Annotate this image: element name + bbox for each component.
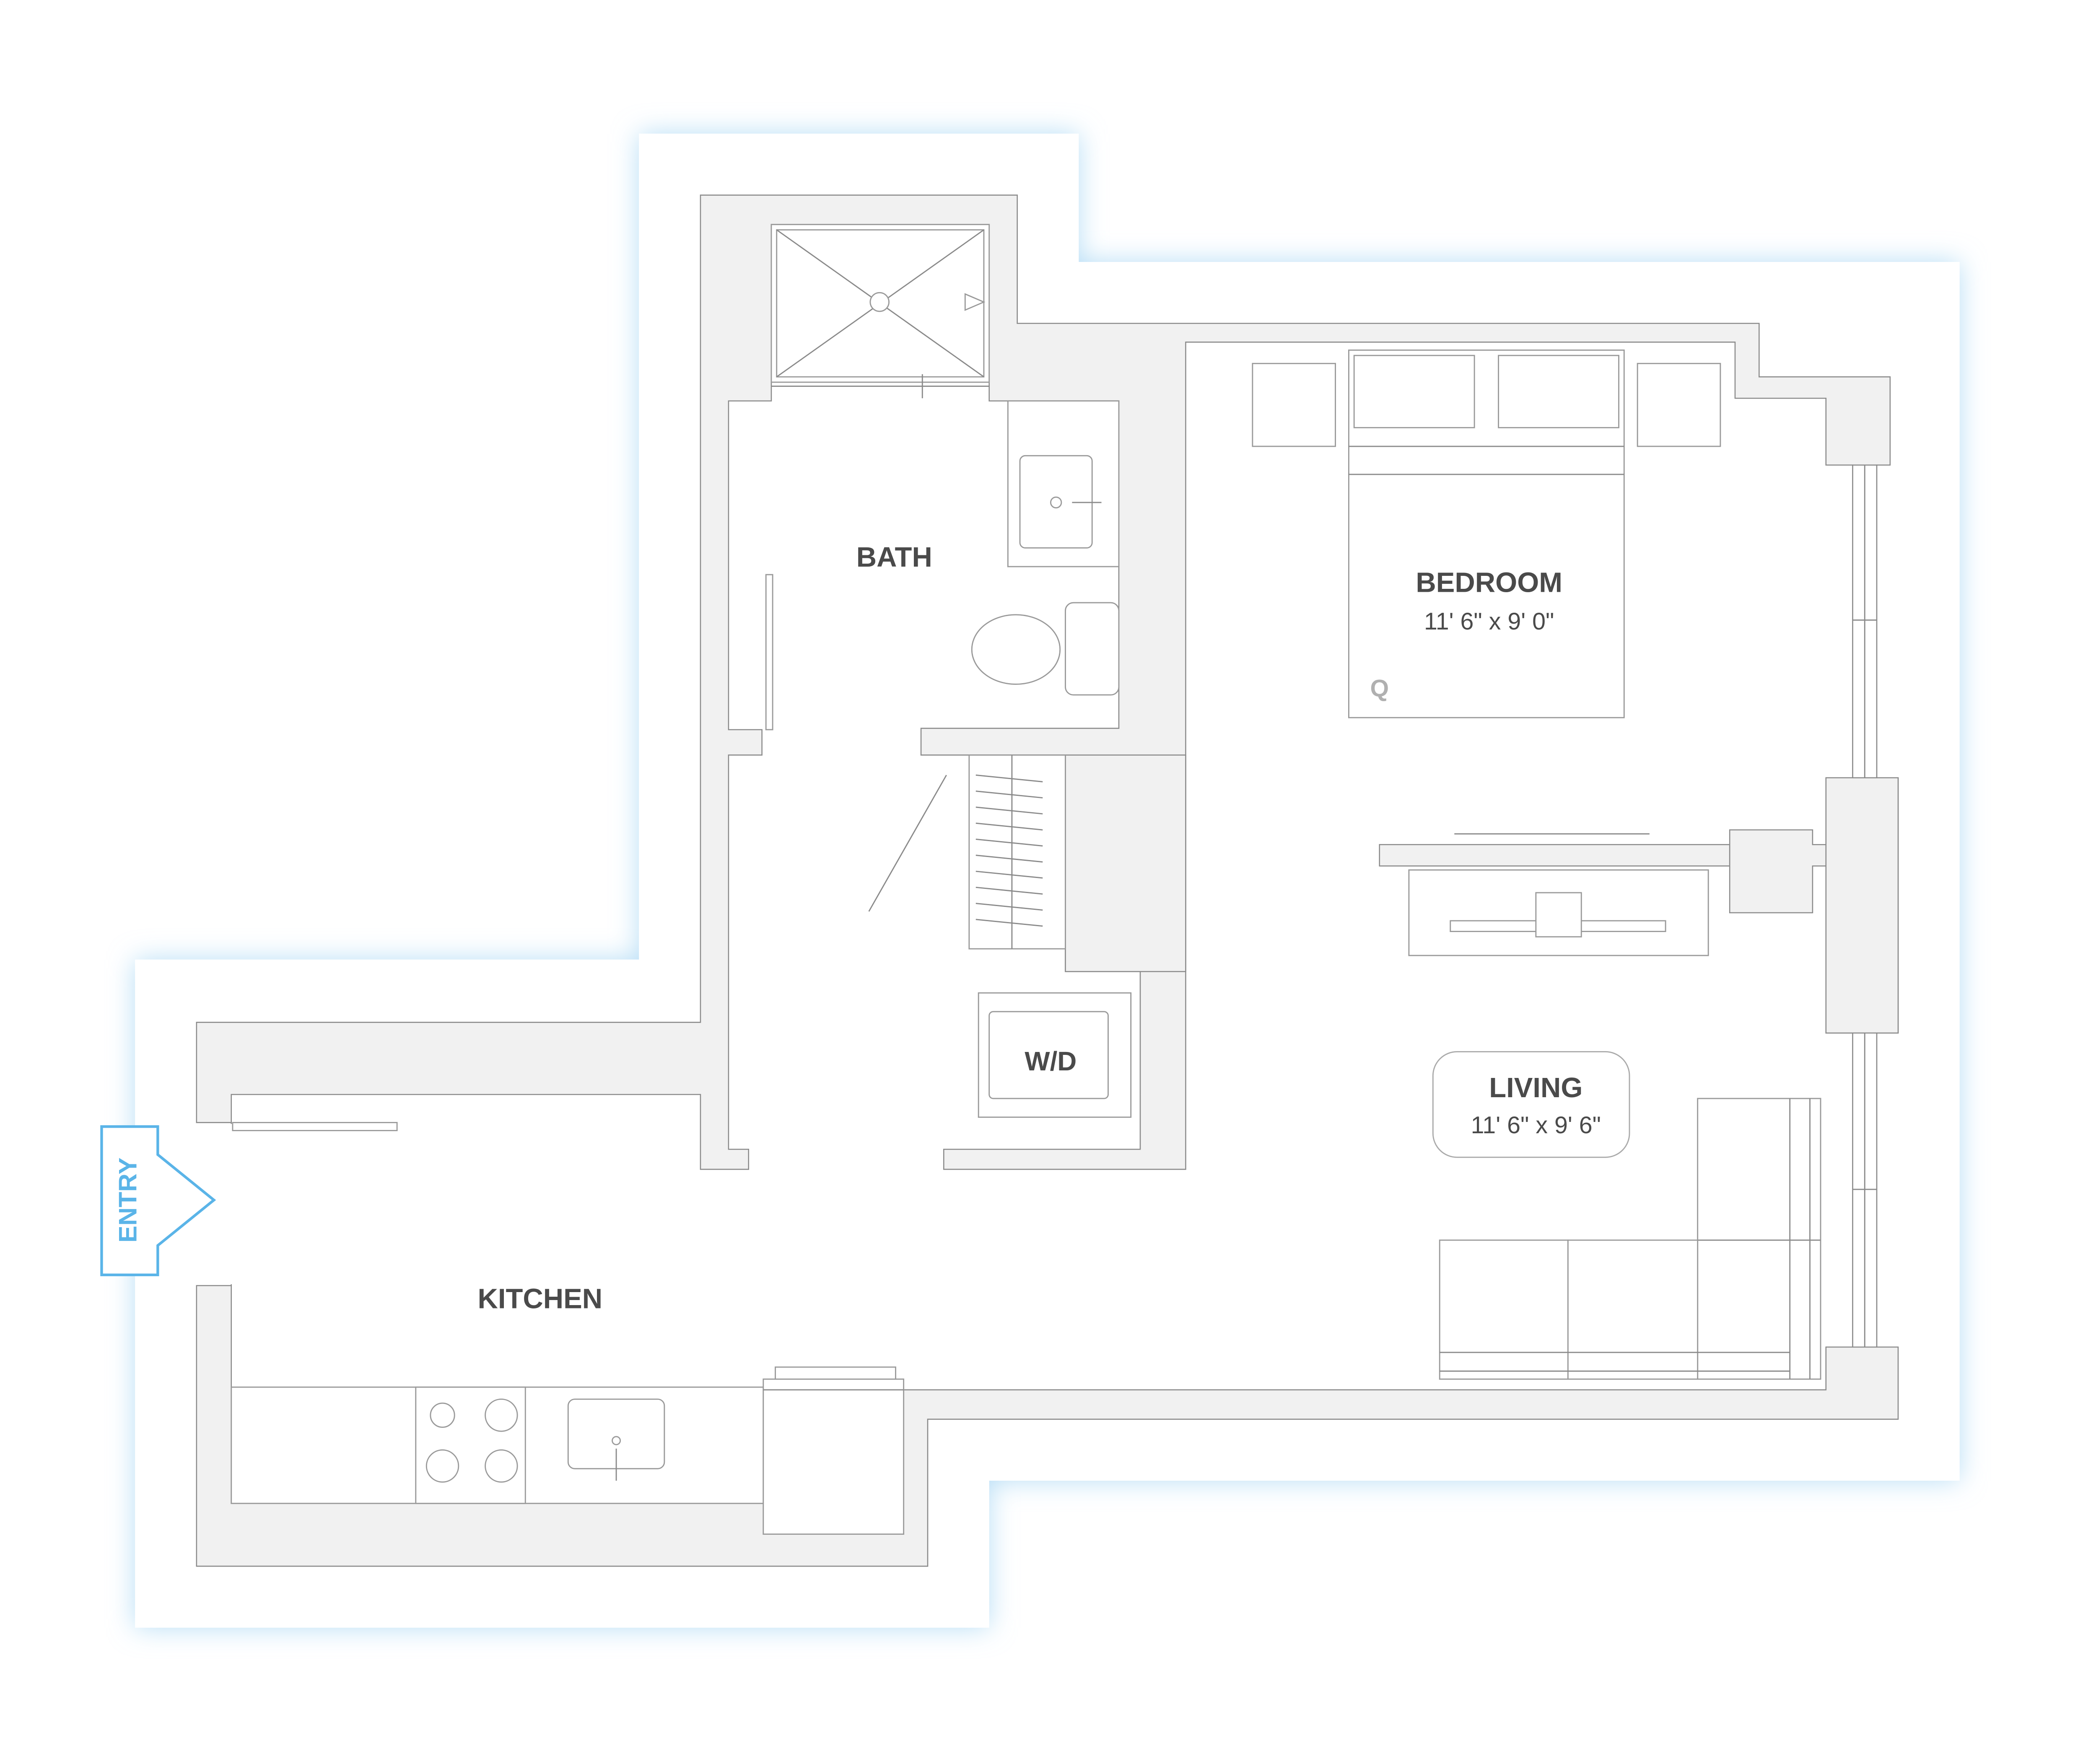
structural-column — [1825, 777, 1899, 1034]
laundry-label: W/D — [1025, 1046, 1077, 1076]
entry-closet-door — [232, 1122, 398, 1132]
living-label: LIVING — [1489, 1072, 1582, 1103]
kitchen-label: KITCHEN — [478, 1283, 603, 1315]
bedroom-partition — [1379, 844, 1730, 867]
hall-wall — [1065, 754, 1186, 972]
nightstand-left — [1252, 363, 1336, 447]
refrigerator — [763, 1366, 905, 1535]
toilet — [971, 602, 1120, 696]
living-dimensions: 11' 6" x 9' 6" — [1471, 1112, 1601, 1139]
bed-size-marker: Q — [1370, 675, 1389, 702]
bed — [1348, 349, 1625, 718]
windows — [1852, 464, 1878, 1348]
sectional-sofa — [1439, 1098, 1821, 1380]
kitchen-sink — [567, 1399, 665, 1481]
living-label-rug — [1432, 1051, 1630, 1158]
closet — [868, 754, 1066, 950]
entry-label: ENTRY — [113, 1158, 142, 1243]
bath-door — [765, 574, 773, 730]
nightstand-right — [1637, 363, 1721, 447]
entry-marker: ENTRY — [100, 1125, 216, 1277]
vanity-sink — [1007, 400, 1120, 567]
bedroom-dimensions: 11' 6" x 9' 0" — [1424, 608, 1554, 635]
bath-label: BATH — [856, 541, 932, 573]
bedroom-label: BEDROOM — [1416, 567, 1562, 598]
partition-block — [1729, 829, 1827, 914]
media-console — [1408, 869, 1709, 956]
washer-dryer — [978, 992, 1132, 1118]
entry-arrow-icon — [100, 1125, 216, 1277]
shower — [770, 224, 990, 399]
cooktop — [415, 1386, 526, 1504]
